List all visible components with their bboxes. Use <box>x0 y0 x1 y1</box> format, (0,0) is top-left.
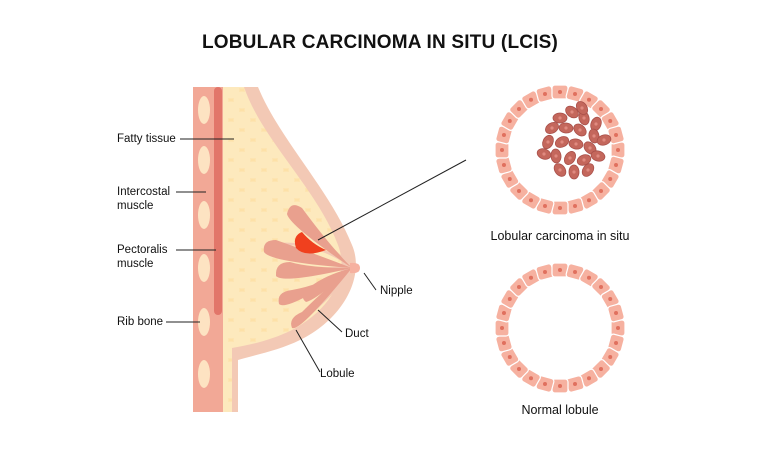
label-lobule: Lobule <box>320 368 355 380</box>
cell-nucleus <box>516 367 521 372</box>
cell-nucleus <box>599 189 604 194</box>
cancer-cell-nucleus <box>588 146 592 150</box>
cancer-cell-nucleus <box>602 138 606 142</box>
nipple <box>350 262 360 274</box>
page-title: LOBULAR CARCINOMA IN SITU (LCIS) <box>201 32 559 53</box>
label-intercostal-line1: Intercostal <box>117 186 171 198</box>
cell-nucleus <box>614 310 619 315</box>
pectoralis-muscle <box>214 87 222 315</box>
cancer-cell-nucleus <box>564 126 568 130</box>
cell-nucleus <box>587 275 591 280</box>
cell-nucleus <box>507 177 512 181</box>
cell-nucleus <box>558 90 562 94</box>
label-rib-bone: Rib bone <box>117 316 164 328</box>
cell-nucleus <box>608 119 613 123</box>
cell-nucleus <box>500 148 504 152</box>
cell-nucleus <box>529 198 533 203</box>
label-intercostal-line2: muscle <box>117 200 154 212</box>
cell-nucleus <box>599 367 604 372</box>
cell-nucleus <box>529 97 533 102</box>
label-nipple: Nipple <box>380 285 413 297</box>
label-pectoralis-line2: muscle <box>117 258 154 270</box>
cell-nucleus <box>573 204 578 209</box>
cell-nucleus <box>507 355 512 359</box>
cell-nucleus <box>507 119 512 123</box>
label-duct: Duct <box>345 328 369 340</box>
cell-nucleus <box>516 284 521 289</box>
cell-nucleus <box>542 382 547 387</box>
tumor <box>294 232 326 254</box>
cell-nucleus <box>608 355 613 359</box>
cell-nucleus <box>542 204 547 209</box>
cancer-cell-nucleus <box>546 140 550 144</box>
cell-nucleus <box>501 132 506 137</box>
label-pectoralis-line1: Pectoralis <box>117 244 168 256</box>
cell-nucleus <box>558 384 562 388</box>
cell-nucleus <box>501 341 506 346</box>
cancer-cell-nucleus <box>580 106 584 110</box>
cell-nucleus <box>587 198 591 203</box>
caption-lcis: Lobular carcinoma in situ <box>490 229 630 243</box>
cell-nucleus <box>573 269 578 274</box>
cell-nucleus <box>614 132 619 137</box>
cell-nucleus <box>516 189 521 194</box>
cancer-cell-nucleus <box>568 156 572 160</box>
rib-bones <box>198 96 210 388</box>
cell-nucleus <box>573 91 578 96</box>
cell-nucleus <box>573 382 578 387</box>
caption-normal-lobule: Normal lobule <box>521 403 599 417</box>
cell-nucleus <box>614 163 619 168</box>
cancer-cell-nucleus <box>560 140 564 144</box>
cancer-cell-nucleus <box>596 154 600 158</box>
lobules <box>263 205 352 329</box>
cancer-cell-nucleus <box>550 126 554 130</box>
cancer-cell-nucleus <box>582 116 586 120</box>
cell-nucleus <box>599 106 604 111</box>
lcis-lobule-ring <box>494 84 626 216</box>
cancer-cell-nucleus <box>586 168 590 172</box>
cell-nucleus <box>616 326 620 330</box>
cell-nucleus <box>599 284 604 289</box>
cancer-cell-nucleus <box>582 158 586 162</box>
cancer-cell-cluster <box>536 101 612 180</box>
label-fatty-tissue: Fatty tissue <box>117 133 176 145</box>
cell-nucleus <box>529 376 533 381</box>
cell-nucleus <box>558 206 562 210</box>
cell-nucleus <box>608 177 613 181</box>
cell-nucleus <box>616 148 620 152</box>
normal-lobule-ring <box>494 262 626 394</box>
cell-nucleus <box>587 97 591 102</box>
cancer-cell-nucleus <box>594 122 598 126</box>
cell-nucleus <box>516 106 521 111</box>
cancer-cell-nucleus <box>542 152 546 156</box>
cell-nucleus <box>558 268 562 272</box>
cancer-cell-nucleus <box>578 128 582 132</box>
cell-nucleus <box>507 297 512 301</box>
leader-lines <box>166 138 467 373</box>
cell-nucleus <box>501 310 506 315</box>
cell-nucleus <box>542 269 547 274</box>
cell-nucleus <box>587 376 591 381</box>
cancer-cell-nucleus <box>558 168 562 172</box>
cancer-cell-nucleus <box>592 134 596 138</box>
cell-nucleus <box>608 297 613 301</box>
cell-nucleus <box>500 326 504 330</box>
cell-nucleus <box>501 163 506 168</box>
cancer-cell-nucleus <box>574 142 578 146</box>
cancer-cell-nucleus <box>570 110 574 114</box>
cell-nucleus <box>542 91 547 96</box>
cancer-cell-nucleus <box>572 170 576 174</box>
cell-nucleus <box>614 341 619 346</box>
cancer-cell-nucleus <box>558 116 562 120</box>
cancer-cell-nucleus <box>554 154 558 158</box>
cell-nucleus <box>529 275 533 280</box>
